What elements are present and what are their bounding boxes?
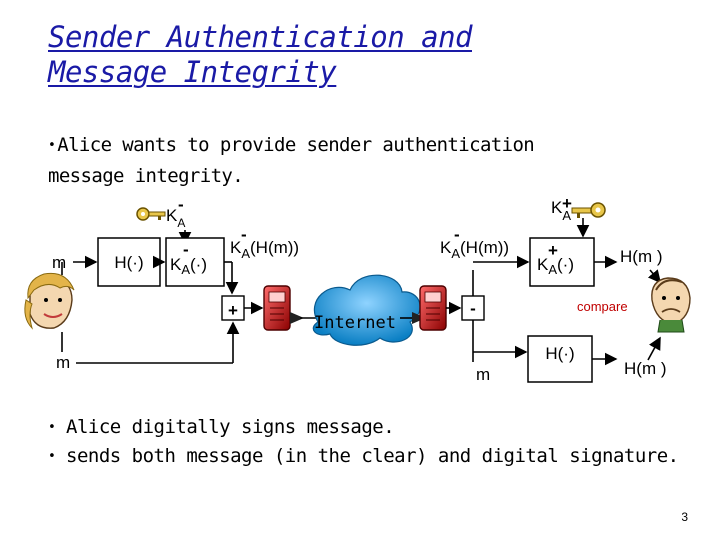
internet-cloud: [312, 274, 421, 346]
public-key-plus: +: [562, 194, 572, 213]
verify-box-label: KA(·): [537, 255, 574, 277]
page-number: 3: [681, 510, 688, 524]
private-key-icon: [136, 207, 166, 221]
summary-bullet: • sends both message (in the clear) and d…: [48, 442, 679, 471]
summary-bullet: • Alice digitally signs message.: [48, 413, 679, 442]
summary-bullet-text: sends both message (in the clear) and di…: [66, 445, 679, 467]
title-line-2: Message Integrity: [48, 55, 337, 89]
alice-icon: [24, 272, 75, 330]
signed-hash-right: KA(H(m)): [440, 238, 509, 261]
intro-line-1: Alice wants to provide sender authentica…: [57, 134, 535, 156]
hash-box-left-label: H(·): [114, 253, 143, 272]
compare-label: compare: [577, 299, 628, 314]
intro-bullet: •Alice wants to provide sender authentic…: [48, 130, 535, 191]
signed-hash-left-minus: -: [241, 225, 247, 244]
internet-label: Internet: [314, 313, 396, 333]
title-line-1: Sender Authentication and: [48, 20, 473, 54]
message-m-left: m: [52, 253, 66, 272]
phone-icon-right: [412, 285, 447, 331]
phone-icon-left: [263, 285, 304, 331]
hash-box-right-label: H(·): [545, 344, 574, 363]
summary-bullet-text: Alice digitally signs message.: [66, 416, 395, 438]
minus-sign: -: [470, 299, 476, 318]
public-key-icon: [571, 202, 606, 218]
plus-sign: +: [228, 301, 238, 320]
sign-box-label: KA(·): [170, 255, 207, 277]
hash-box-left: [97, 237, 161, 287]
slide-title: Sender Authentication and Message Integr…: [48, 20, 473, 90]
bullet-dot: •: [48, 449, 56, 464]
bullet-dot: •: [48, 420, 56, 435]
private-key-minus: -: [178, 195, 184, 214]
summary-bullets: • Alice digitally signs message. • sends b…: [48, 413, 679, 471]
public-key-label: KA: [551, 198, 571, 223]
private-key-label: KA: [166, 206, 185, 230]
bob-icon: [651, 277, 691, 333]
verify-box-plus: +: [548, 241, 558, 260]
message-m-right: m: [476, 365, 490, 384]
hash-result-bottom: H(m ): [624, 359, 666, 378]
sign-box-minus: -: [183, 240, 189, 259]
bullet-dot: •: [48, 138, 56, 153]
message-m-bottom: m: [56, 353, 70, 372]
signed-hash-right-minus: -: [454, 225, 460, 244]
verify-box: [529, 237, 595, 287]
hash-result-top: H(m ): [620, 247, 662, 266]
signed-hash-left: KA(H(m)): [230, 238, 299, 261]
intro-line-2: message integrity.: [48, 165, 244, 187]
hash-box-right: [527, 335, 593, 383]
